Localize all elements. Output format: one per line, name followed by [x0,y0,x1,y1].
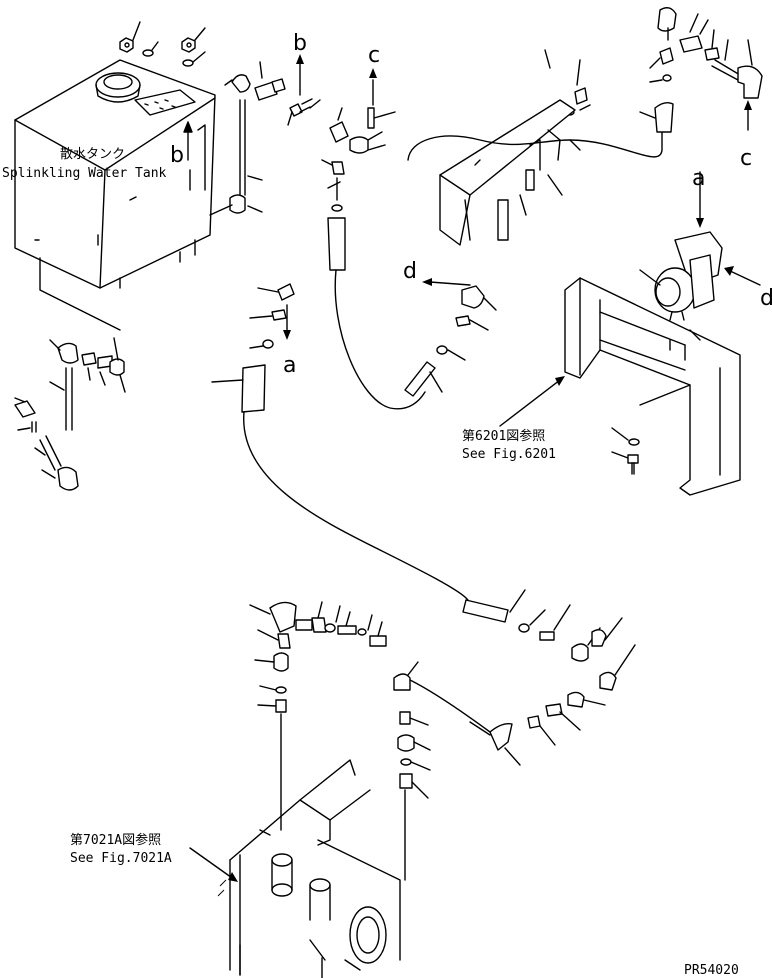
lower-left-fittings [249,601,491,881]
frame-6201 [499,277,741,496]
reference-6201: 第6201図参照 See Fig.6201 [462,428,556,462]
drawing-number: PR54020 [684,963,739,978]
letter-b-top: b [293,31,307,56]
arrow-b-top: b [293,31,307,96]
tank-label-jp: 散水タンク [60,147,125,162]
tank-label: 散水タンク Splinkling Water Tank [2,147,167,181]
lower-hose-fittings [462,589,636,766]
letter-c-right: c [740,146,752,171]
frame-7021a [189,759,401,978]
top-right-bracket [407,7,677,246]
hose-a-fittings: a [211,283,469,601]
top-right-c-fittings: c [679,13,763,171]
reference-7021a: 第7021A図参照 See Fig.7021A [70,832,172,866]
letter-d-right: d [760,286,772,311]
tank-top-fittings [119,21,206,67]
letter-d-left: d [403,259,417,284]
ref-7021a-jp: 第7021A図参照 [70,832,161,848]
ref-6201-en: See Fig.6201 [462,447,556,462]
letter-c-left: c [368,43,380,68]
tank-outlet-line [209,61,321,216]
letter-b-left: b [170,143,184,168]
ref-7021a-en: See Fig.7021A [70,851,172,866]
water-tank [14,59,216,331]
arrow-b-tank: b [170,121,206,191]
drain-fittings [14,337,126,491]
hose-d-fittings: d [403,259,497,397]
letter-a-left: a [283,353,296,378]
tank-label-en: Splinkling Water Tank [2,166,167,181]
pump-assembly: a d [639,166,772,321]
ref-6201-jp: 第6201図参照 [462,428,545,444]
letter-a-right: a [692,166,705,191]
hose-c: c [321,43,426,410]
